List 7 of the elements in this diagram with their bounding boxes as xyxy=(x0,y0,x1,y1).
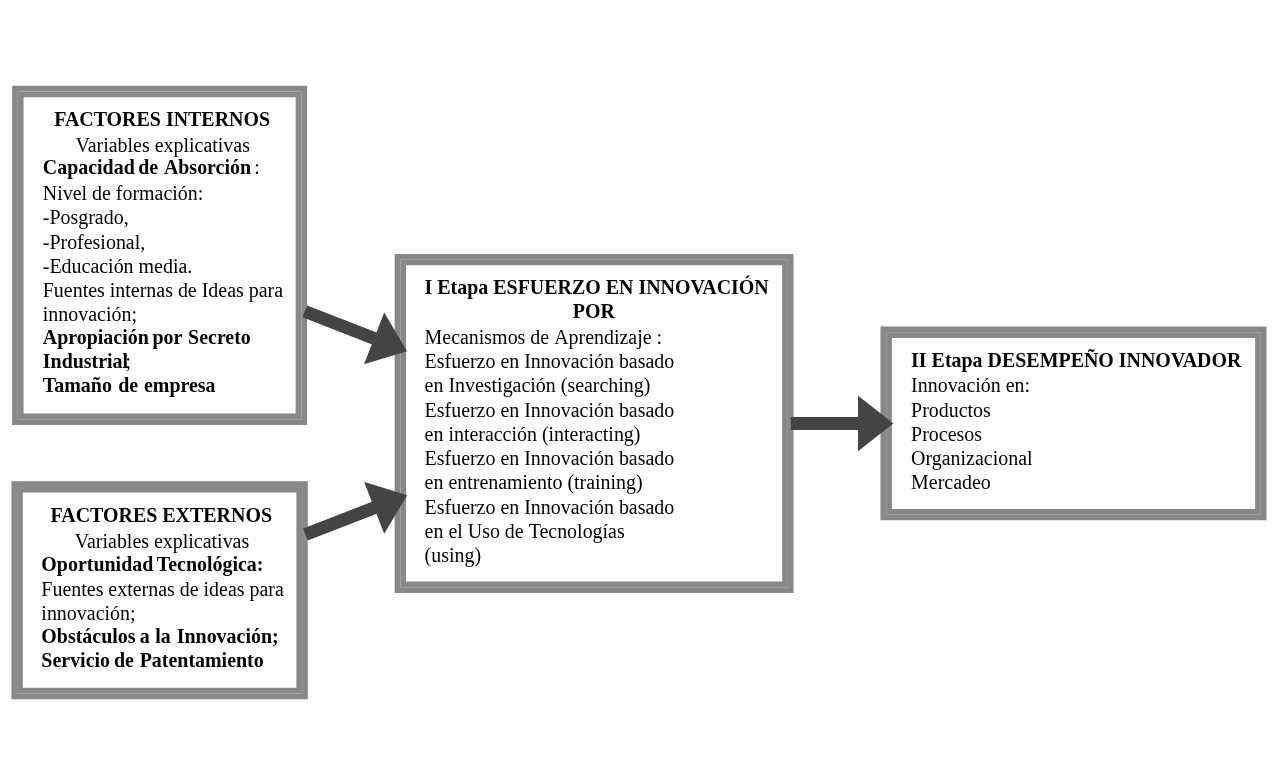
arrow xyxy=(302,304,407,364)
arrow xyxy=(303,481,408,540)
node-box: II Etapa DESEMPEÑO INNOVADOR Innovación en: Productos Procesos Organizacional Mercadeo xyxy=(880,326,1267,520)
node-box: I Etapa ESFUERZO EN INNOVACIÓN POR Mecanismos de Aprendizaje : Esfuerzo en Innovación basado en Investigación (searching) Esfuerzo en Innovación basado en interacción (interacting) Esfuerzo en Innovación basado en entrenamiento (training) Esfuerzo en Innovación basado en el Uso de Tecnologías (using) xyxy=(394,253,794,593)
node-box: FACTORES INTERNOS Variables explicativas Capacidad de Absorción : Nivel de formación: -Posgrado, -Profesional, -Educación media. Fuentes internas de Ideas para innovación; Apropiación por Secreto Industrial; Tamaño de empresa xyxy=(12,85,308,425)
node-box: FACTORES EXTERNOS Variables explicativas Oportunidad Tecnológica: Fuentes externas de ideas para innovación; Obstáculos a la Innovación; Servicio de Patentamiento xyxy=(11,480,308,699)
arrow xyxy=(790,395,894,451)
